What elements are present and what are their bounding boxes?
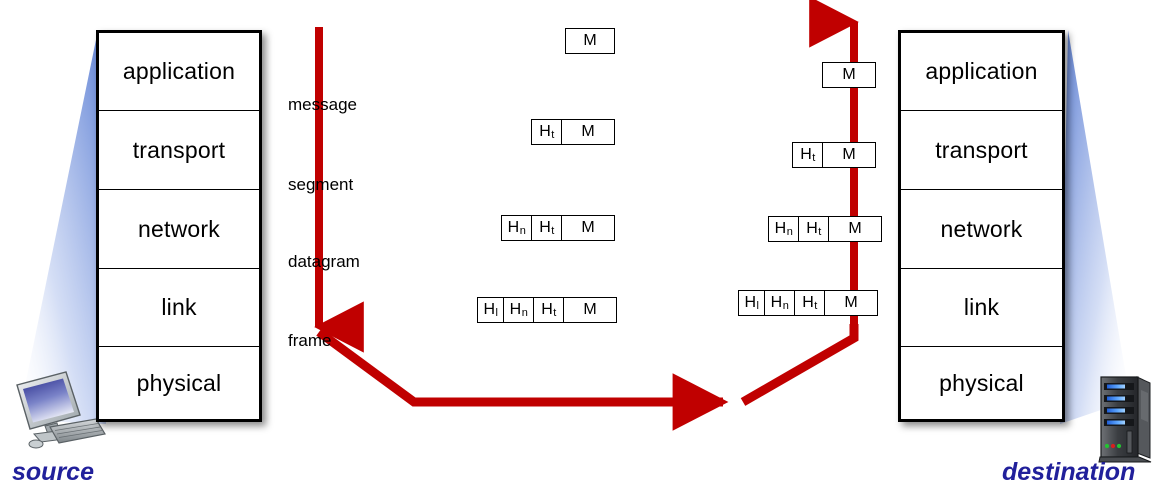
layer-label: transport xyxy=(935,136,1028,163)
pdu-cell-subscript: l xyxy=(756,299,759,312)
layer-label: link xyxy=(963,294,1000,320)
packet-message-destination: M xyxy=(822,62,876,88)
pdu-label-message: message xyxy=(288,95,357,115)
layer-label: link xyxy=(161,294,197,320)
pdu-cell-m: M xyxy=(829,217,881,241)
pdu-cell-m: M xyxy=(566,29,614,53)
packet-message-source: M xyxy=(565,28,615,54)
pdu-cell-subscript: l xyxy=(495,306,498,319)
source-layer-physical[interactable]: physical xyxy=(99,347,259,419)
pdu-cell-subscript: n xyxy=(786,225,793,238)
pdu-cell-m: M xyxy=(562,216,614,240)
pdu-cell-m: M xyxy=(823,63,875,87)
source-caption: source xyxy=(12,458,94,487)
layer-label: application xyxy=(925,58,1038,84)
destination-layer-network[interactable]: network xyxy=(901,190,1062,269)
pdu-label-text: frame xyxy=(288,331,332,350)
destination-light-beam xyxy=(1050,28,1160,428)
destination-caption-text: destination xyxy=(1002,458,1136,486)
source-layer-link[interactable]: link xyxy=(99,269,259,347)
destination-protocol-stack: application transport network link physi… xyxy=(898,30,1065,422)
pdu-cell-subscript: t xyxy=(553,306,557,319)
layer-label: transport xyxy=(132,136,226,163)
pdu-label-frame: frame xyxy=(288,331,331,351)
pdu-cell-m: M xyxy=(562,120,614,144)
destination-riser-arrow xyxy=(740,324,859,406)
pdu-cell-subscript: t xyxy=(812,151,816,164)
server-tower-icon xyxy=(1098,376,1152,463)
pdu-label-segment: segment xyxy=(288,175,353,195)
desktop-computer-icon xyxy=(16,371,106,449)
destination-device[interactable] xyxy=(1097,374,1159,464)
pdu-cell-m: M xyxy=(823,143,875,167)
pdu-cell-subscript: n xyxy=(782,299,789,312)
pdu-label-text: message xyxy=(288,95,357,114)
physical-link-arrow xyxy=(316,328,729,431)
pdu-label-text: segment xyxy=(288,175,354,194)
pdu-cell-subscript: t xyxy=(818,225,822,238)
source-layer-transport[interactable]: transport xyxy=(99,111,259,190)
layer-label: physical xyxy=(939,369,1024,396)
pdu-cell-subscript: n xyxy=(521,306,528,319)
pdu-cell-m: M xyxy=(825,291,877,315)
pdu-cell-subscript: n xyxy=(519,224,526,237)
destination-layer-transport[interactable]: transport xyxy=(901,111,1062,190)
source-protocol-stack: application transport network link physi… xyxy=(96,30,262,422)
pdu-cell-subscript: t xyxy=(814,299,818,312)
pdu-cell-m: M xyxy=(564,298,616,322)
pdu-label-text: datagram xyxy=(288,252,360,271)
destination-caption: destination xyxy=(1002,458,1135,487)
source-device[interactable] xyxy=(10,368,106,454)
destination-layer-application[interactable]: application xyxy=(901,33,1062,111)
pdu-cell-subscript: t xyxy=(551,128,555,141)
source-caption-text: source xyxy=(12,458,94,486)
layer-label: network xyxy=(138,215,220,242)
pdu-cell-subscript: t xyxy=(551,224,555,237)
layer-label: network xyxy=(940,215,1023,242)
source-layer-application[interactable]: application xyxy=(99,33,259,111)
destination-layer-physical[interactable]: physical xyxy=(901,347,1062,419)
source-layer-network[interactable]: network xyxy=(99,190,259,269)
layer-label: physical xyxy=(136,369,222,396)
source-light-beam xyxy=(8,28,118,428)
destination-layer-link[interactable]: link xyxy=(901,269,1062,347)
pdu-label-datagram: datagram xyxy=(288,252,360,272)
layer-label: application xyxy=(122,58,236,84)
